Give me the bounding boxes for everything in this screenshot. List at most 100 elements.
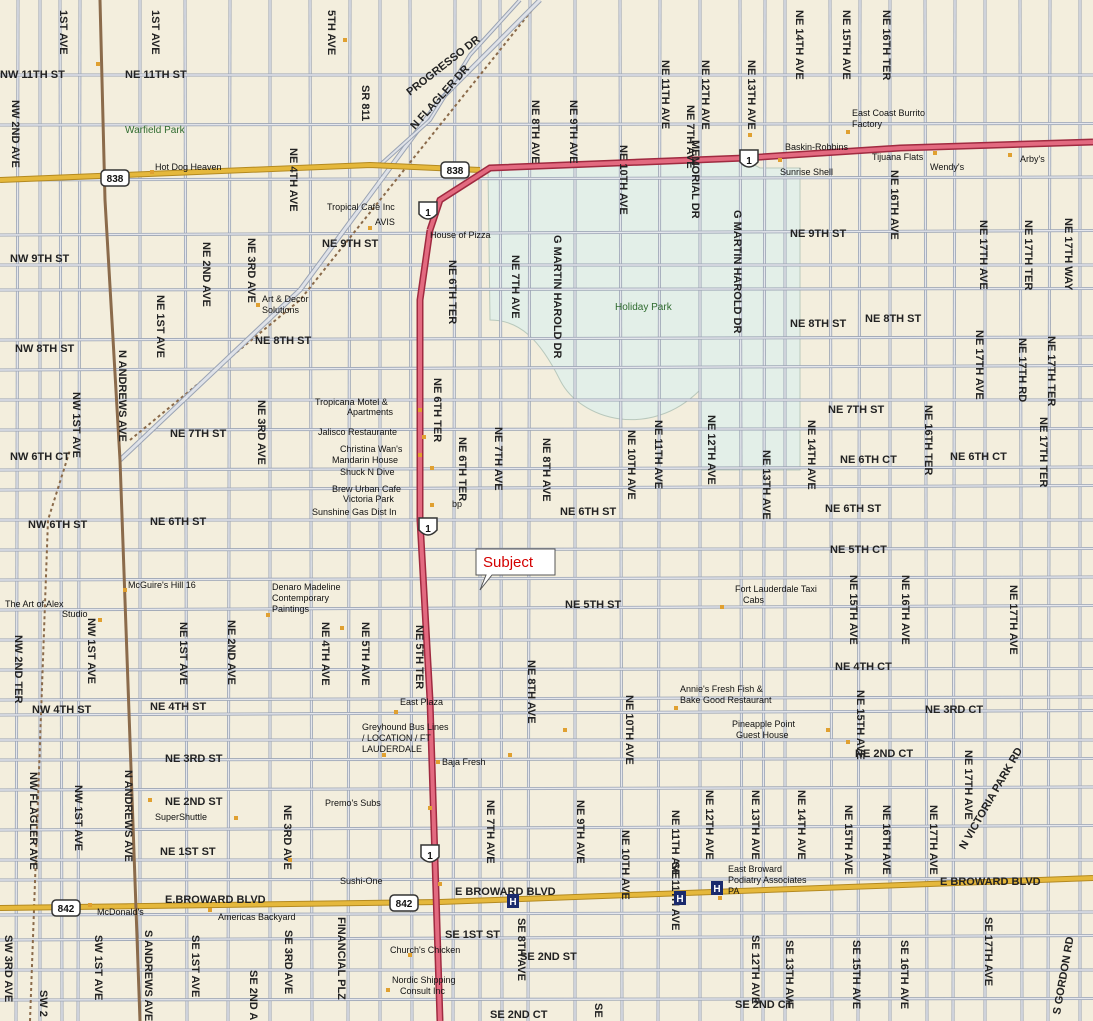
route-shield-number: 842 — [396, 899, 413, 910]
subject-callout[interactable]: Subject — [475, 548, 556, 591]
poi-marker[interactable] — [208, 908, 212, 912]
street-label: NE 7TH AVE — [484, 800, 496, 864]
street-label: NE 16TH AVE — [888, 170, 900, 240]
street-label: NW FLAGLER AVE — [27, 772, 39, 870]
street-label: SE 1ST ST — [445, 929, 500, 941]
poi-marker[interactable] — [343, 38, 347, 42]
street-label: NE 6TH ST — [150, 516, 207, 528]
poi-marker[interactable] — [88, 903, 92, 907]
poi-marker[interactable] — [748, 133, 752, 137]
street-label: NE 9TH ST — [322, 238, 379, 250]
street-line-horizontal — [0, 824, 1093, 831]
street-label: NE 5TH AVE — [359, 622, 371, 686]
poi-marker[interactable] — [394, 710, 398, 714]
street-label: NE 17TH TER — [1037, 417, 1049, 487]
street-label: E BROWARD BLVD — [940, 876, 1041, 888]
poi-label: Bake Good Restaurant — [680, 695, 772, 705]
poi-marker[interactable] — [96, 62, 100, 66]
poi-marker[interactable] — [266, 613, 270, 617]
street-line-vertical — [657, 0, 661, 1021]
poi-label: Pineapple Point — [732, 719, 796, 729]
poi-marker[interactable] — [418, 408, 422, 412]
route-shield-number: 842 — [58, 904, 75, 915]
poi-marker[interactable] — [382, 753, 386, 757]
poi-marker[interactable] — [846, 740, 850, 744]
poi-label: bp — [452, 499, 462, 509]
poi-marker[interactable] — [408, 953, 412, 957]
street-label: NE 14TH AVE — [795, 790, 807, 860]
park-label: Warfield Park — [125, 125, 186, 136]
poi-marker[interactable] — [98, 618, 102, 622]
street-line-horizontal — [0, 696, 1093, 701]
street-label: NE 6TH TER — [446, 260, 458, 324]
street-label: NW 9TH ST — [10, 253, 70, 265]
poi-marker[interactable] — [778, 158, 782, 162]
street-label: NE 9TH AVE — [574, 800, 586, 864]
poi-marker[interactable] — [430, 503, 434, 507]
poi-marker[interactable] — [123, 588, 127, 592]
street-label: NE 3RD AVE — [245, 238, 257, 303]
poi-marker[interactable] — [826, 728, 830, 732]
poi-label: Cabs — [743, 595, 765, 605]
park-label: Holiday Park — [615, 302, 673, 313]
street-label: E BROWARD BLVD — [455, 886, 556, 898]
poi-marker[interactable] — [418, 453, 422, 457]
poi-label: Solutions — [262, 305, 300, 315]
poi-label: Fort Lauderdale Taxi — [735, 584, 817, 594]
poi-marker[interactable] — [718, 896, 722, 900]
poi-marker[interactable] — [430, 466, 434, 470]
poi-marker[interactable] — [340, 626, 344, 630]
street-line-horizontal — [0, 604, 1093, 611]
poi-marker[interactable] — [1008, 153, 1012, 157]
poi-marker[interactable] — [436, 760, 440, 764]
hospital-icon[interactable]: H — [507, 894, 519, 908]
poi-label: Sunshine Gas Dist In — [312, 507, 397, 517]
poi-marker[interactable] — [720, 605, 724, 609]
poi-label: House of Pizza — [430, 230, 491, 240]
poi-marker[interactable] — [234, 816, 238, 820]
street-label: NE 6TH TER — [456, 437, 468, 501]
poi-marker[interactable] — [148, 798, 152, 802]
route-shield: 1 — [739, 149, 759, 168]
poi-marker[interactable] — [846, 130, 850, 134]
poi-marker[interactable] — [386, 988, 390, 992]
hospital-icon[interactable]: H — [711, 881, 723, 895]
poi-marker[interactable] — [933, 151, 937, 155]
poi-marker[interactable] — [368, 226, 372, 230]
route-shield: 1 — [418, 201, 438, 220]
poi-marker[interactable] — [563, 728, 567, 732]
broward-blvd — [0, 876, 1093, 910]
poi-marker[interactable] — [422, 435, 426, 439]
route-shield: 842 — [51, 899, 81, 917]
street-label: SW 3RD AVE — [2, 935, 14, 1002]
street-label: E.BROWARD BLVD — [165, 894, 266, 906]
poi-label: / LOCATION / FT — [362, 733, 431, 743]
poi-marker[interactable] — [288, 858, 292, 862]
street-label: NE 5TH CT — [830, 544, 887, 556]
street-label: NE 17TH TER — [1022, 220, 1034, 290]
street-label: NE 7TH ST — [170, 428, 227, 440]
poi-marker[interactable] — [508, 753, 512, 757]
street-label: NE 17TH AVE — [962, 750, 974, 820]
street-label: NE 4TH AVE — [287, 148, 299, 212]
street-label: NE 13TH AVE — [749, 790, 761, 860]
poi-marker[interactable] — [256, 303, 260, 307]
street-line-horizontal — [0, 709, 1093, 716]
poi-marker[interactable] — [428, 806, 432, 810]
street-label: SE 15TH AVE — [850, 940, 862, 1009]
street-line-horizontal — [0, 336, 1093, 341]
poi-marker[interactable] — [674, 706, 678, 710]
hospital-icon[interactable]: H — [674, 891, 686, 905]
poi-label: Church's Chicken — [390, 945, 460, 955]
railroad-track — [129, 0, 541, 441]
poi-marker[interactable] — [150, 170, 154, 174]
poi-marker[interactable] — [438, 882, 442, 886]
poi-label: East Plaza — [400, 697, 443, 707]
street-line-vertical — [739, 0, 743, 1021]
street-label: N ANDREWS AVE — [116, 350, 128, 442]
route-shield-number: 838 — [447, 166, 464, 177]
street-label: NE 15TH AVE — [840, 10, 852, 80]
street-label: NE 7TH ST — [828, 404, 885, 416]
